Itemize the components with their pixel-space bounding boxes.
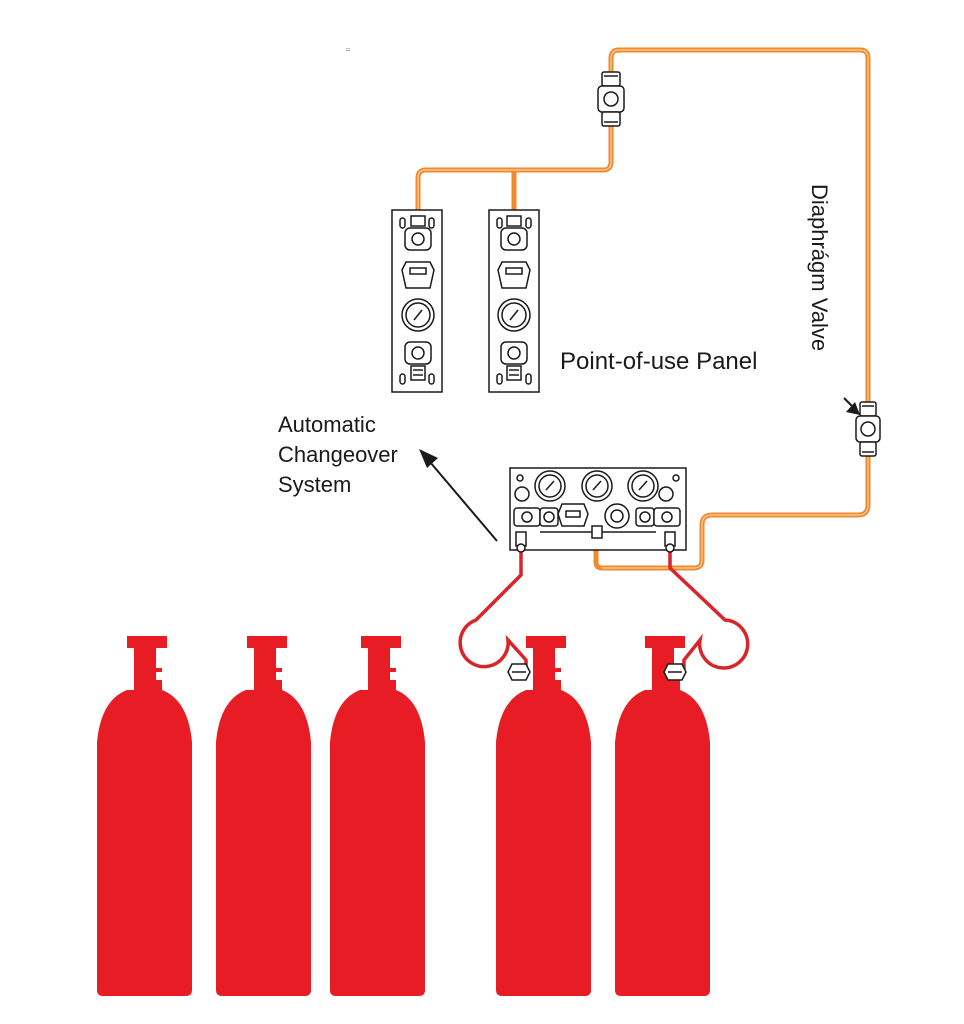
gas-cylinder-3 [330, 636, 425, 996]
arrow-to-changeover [419, 449, 498, 542]
corner-mark: = [345, 46, 351, 54]
diaphragm-valve[interactable] [855, 401, 881, 457]
gas-cylinder-5 [615, 636, 710, 996]
label-point-of-use-panel: Point-of-use Panel [560, 348, 757, 375]
label-automatic: Automatic [278, 412, 376, 437]
gas-cylinder-1 [97, 636, 192, 996]
label-diaphragm-valve: Diaphrágm Valve [807, 184, 832, 351]
label-system: System [278, 472, 351, 497]
point-of-use-panel-2[interactable] [488, 209, 540, 393]
gas-cylinder-4 [496, 636, 591, 996]
gas-cylinder-2 [216, 636, 311, 996]
point-of-use-panel-1[interactable] [391, 209, 443, 393]
red-pigtail-left [458, 548, 528, 672]
red-pigtail-right [668, 548, 750, 672]
automatic-changeover-system[interactable] [509, 467, 687, 553]
inline-valve-top [597, 71, 625, 127]
arrow-to-diaphragm-valve [843, 397, 860, 415]
label-changeover: Changeover [278, 442, 398, 467]
orange-supply-line-inner [417, 49, 869, 569]
gas-cylinders [97, 636, 710, 996]
cylinder-connectors [507, 663, 687, 681]
